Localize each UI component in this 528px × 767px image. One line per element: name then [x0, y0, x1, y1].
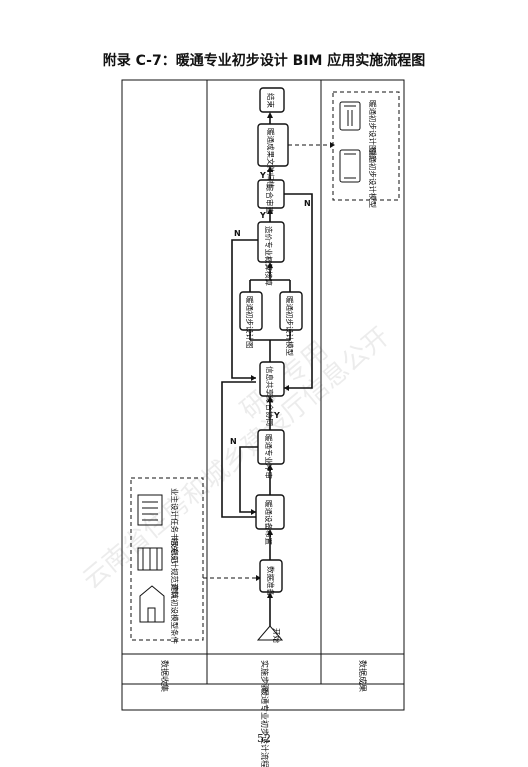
loop-n-cost-check — [231, 239, 258, 379]
step-design-model: 暖通初步设计模型 — [285, 296, 295, 356]
step-collab: 信息共享综合协同 — [265, 366, 275, 426]
step-data-prep-box — [259, 559, 283, 593]
label-yes-1: Y — [273, 411, 280, 420]
drawing-icon — [339, 101, 361, 131]
page-number: 52 — [257, 732, 271, 745]
page-title: 附录 C-7：暖通专业初步设计 BIM 应用实施流程图 — [102, 53, 426, 69]
label-yes-2: Y — [259, 211, 266, 220]
step-end-box — [259, 87, 285, 113]
input-arch-model: 建筑初设模型条件 — [170, 584, 180, 644]
input-owner-opinions: 业主设计任务书及意见 — [170, 488, 180, 563]
step-cost-check: 造价专业概算核算 — [264, 226, 274, 286]
watermark: 云南省住房和城乡建设厅信息公开 研究专用 — [77, 322, 395, 596]
step-design-drawing: 暖通初步设计图 — [245, 296, 255, 349]
step-data-prep: 数据准备 — [266, 566, 276, 596]
row-label-implementation-steps: 实施步骤 — [260, 660, 270, 692]
table-frame — [121, 79, 405, 711]
step-end: 结束 — [266, 93, 276, 108]
row-label-data-results: 数据成果 — [358, 660, 368, 692]
step-archive: 暖通成果文件归档 — [266, 128, 276, 188]
start-triangle — [256, 625, 284, 641]
label-yes-3: Y — [259, 171, 266, 180]
flow-title: 暖通专业初步设计流程 — [260, 688, 270, 767]
loop-n-pro-check — [239, 446, 258, 513]
input-related-docs: 相关设计规范资料 — [170, 538, 180, 598]
step-equip-layout: 暖通设备布置 — [264, 500, 274, 545]
label-no-1: N — [230, 437, 237, 446]
output-drawing: 暖通初步设计图纸 — [368, 100, 378, 160]
model-icon — [339, 149, 361, 183]
step-pro-check: 暖通专业冲审 — [264, 434, 274, 479]
step-cost-check-box — [257, 221, 285, 263]
loop-n-review — [284, 193, 313, 389]
loop-collab-layout — [221, 381, 256, 518]
label-no-2: N — [234, 229, 241, 238]
results-group — [332, 91, 400, 201]
report-icon — [137, 494, 163, 526]
row-label-data-collection: 数据收集 — [160, 660, 170, 692]
documents-icon — [137, 547, 163, 571]
house-icon — [139, 585, 165, 623]
step-start: 开始 — [272, 628, 282, 643]
step-design-drawing-box — [239, 291, 263, 331]
output-model: 暖通初步设计模型 — [368, 148, 378, 208]
step-review: 综合审查 — [265, 184, 275, 214]
step-collab-box — [259, 361, 285, 397]
step-design-model-box — [279, 291, 303, 331]
watermark-line1: 云南省住房和城乡建设厅信息公开 — [77, 322, 395, 596]
label-no-3: N — [304, 199, 311, 208]
data-collection-group — [130, 477, 204, 641]
